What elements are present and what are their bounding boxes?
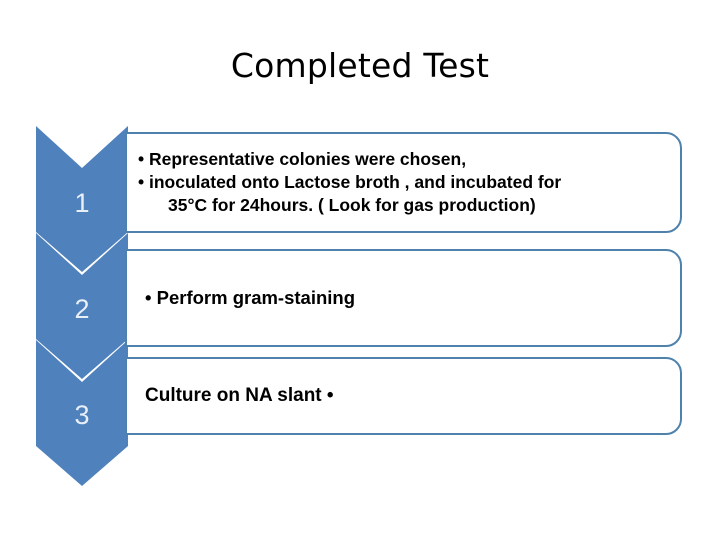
step-1-line-2: • inoculated onto Lactose broth , and in… bbox=[138, 172, 562, 193]
chevron-arrow-2[interactable] bbox=[36, 233, 128, 379]
step-content-box-3[interactable]: Culture on NA slant • bbox=[125, 357, 682, 435]
step-text-2: • Perform gram-staining bbox=[127, 286, 680, 310]
step-3-line-1: Culture on NA slant • bbox=[145, 384, 334, 406]
step-number-2: 2 bbox=[74, 294, 90, 324]
chevron-arrow-3[interactable] bbox=[36, 340, 128, 486]
step-1-line-3: 35°C for 24hours. ( Look for gas product… bbox=[168, 194, 536, 215]
chevron-arrow-1[interactable] bbox=[36, 126, 128, 272]
step-1-line-1: • Representative colonies were chosen, bbox=[138, 149, 467, 170]
step-content-box-2[interactable]: • Perform gram-staining bbox=[125, 249, 682, 347]
page-title: Completed Test bbox=[230, 46, 490, 85]
step-number-1: 1 bbox=[74, 188, 90, 218]
step-text-3: Culture on NA slant • bbox=[127, 384, 680, 409]
step-2-line-1: • Perform gram-staining bbox=[145, 286, 356, 308]
step-number-3: 3 bbox=[74, 400, 90, 430]
step-content-box-1[interactable]: • Representative colonies were chosen, •… bbox=[125, 132, 682, 233]
step-text-1: • Representative colonies were chosen, •… bbox=[127, 148, 680, 216]
